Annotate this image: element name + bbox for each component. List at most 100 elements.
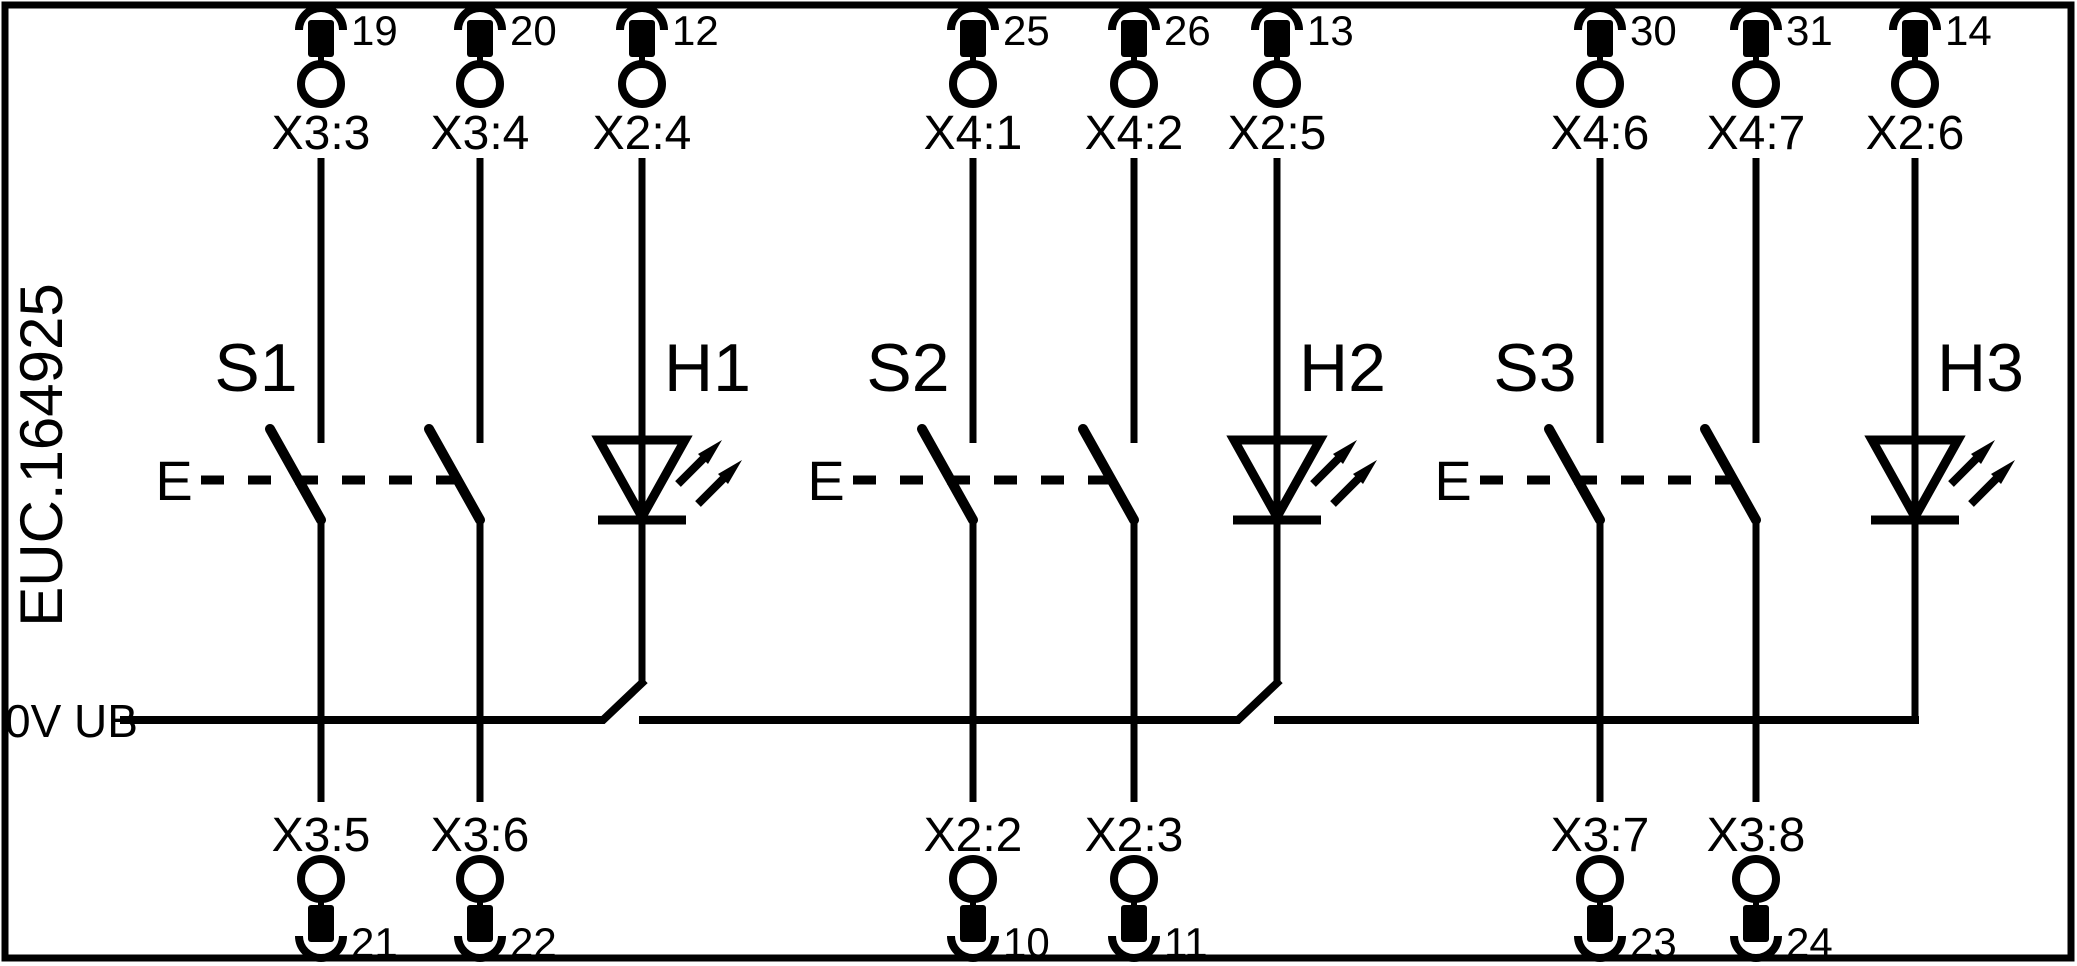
top-pin-number: 26	[1164, 7, 1211, 54]
top-terminal-label: X3:4	[431, 107, 530, 160]
plug-arc-icon	[947, 4, 999, 31]
bottom-terminal: X3:6 22	[431, 809, 557, 966]
led-label: H1	[664, 330, 751, 406]
switch-blade-icon	[1078, 424, 1139, 525]
plug-pin-icon	[467, 20, 493, 57]
terminal-circle-icon	[1576, 60, 1624, 108]
top-terminal-label: X4:1	[924, 107, 1023, 160]
bottom-terminal: X3:5 21	[272, 809, 398, 966]
switch-blade-icon	[917, 424, 978, 525]
top-terminal-label: X4:6	[1551, 107, 1650, 160]
plug-pin-icon	[1743, 20, 1769, 57]
plug-arc-icon	[1574, 935, 1626, 962]
switch-label: S3	[1493, 330, 1576, 406]
arrow-head	[1991, 460, 2015, 484]
plug-pin-icon	[1587, 20, 1613, 57]
terminal-circle-icon	[1891, 60, 1939, 108]
switch-label: S2	[866, 330, 949, 406]
plug-arc-icon	[616, 4, 668, 31]
top-pin-number: 14	[1945, 7, 1992, 54]
terminal-circle-icon	[1576, 855, 1624, 903]
switch-blade-icon	[424, 424, 485, 525]
plug-arc-icon	[454, 935, 506, 962]
bottom-pin-number: 24	[1786, 919, 1833, 966]
top-terminal-label: X4:7	[1707, 107, 1806, 160]
terminal-circle-icon	[949, 855, 997, 903]
bottom-terminal: X2:311	[1085, 809, 1208, 966]
terminal-circle-icon	[297, 855, 345, 903]
actuator-label: E	[155, 449, 192, 512]
0v-bus-wire	[120, 677, 1919, 724]
light-emission-arrow-icon	[675, 440, 722, 487]
plug-pin-icon	[308, 20, 334, 57]
top-pin-number: 31	[1786, 7, 1833, 54]
actuator-label: E	[807, 449, 844, 512]
bottom-terminal-label: X3:6	[431, 809, 530, 862]
plug-pin-icon	[308, 905, 334, 942]
plug-pin-icon	[960, 20, 986, 57]
plug-pin-icon	[1587, 905, 1613, 942]
top-terminal-label: X2:6	[1866, 107, 1965, 160]
bottom-terminal-label: X3:5	[272, 809, 371, 862]
bottom-terminal: X3:723	[1551, 809, 1677, 966]
plug-pin-icon	[1902, 20, 1928, 57]
top-pin-number: 30	[1630, 7, 1677, 54]
terminal-circle-icon	[949, 60, 997, 108]
terminal-circle-icon	[456, 60, 504, 108]
led-triangle-icon	[1226, 435, 1328, 527]
switch-label: S1	[214, 330, 297, 406]
top-terminal-label: X2:5	[1228, 107, 1327, 160]
terminal-circle-icon	[1253, 60, 1301, 108]
terminal-circle-icon	[456, 855, 504, 903]
plug-arc-icon	[1574, 4, 1626, 31]
bottom-terminal-label: X3:8	[1707, 809, 1806, 862]
actuator-label: E	[1434, 449, 1471, 512]
plug-arc-icon	[1730, 4, 1782, 31]
light-emission-arrow-icon	[695, 460, 742, 507]
led-triangle-icon	[591, 435, 693, 527]
plug-pin-icon	[1264, 20, 1290, 57]
plug-arc-icon	[1108, 4, 1160, 31]
light-emission-arrow-icon	[1948, 440, 1995, 487]
led-label: H3	[1937, 330, 2024, 406]
top-pin-number: 20	[510, 7, 557, 54]
plug-pin-icon	[1743, 905, 1769, 942]
led-label: H2	[1299, 330, 1386, 406]
light-emission-arrow-icon	[1330, 460, 1377, 507]
bottom-pin-number: 21	[351, 919, 398, 966]
plug-pin-icon	[467, 905, 493, 942]
switch-blade-icon	[1700, 424, 1761, 525]
terminal-circle-icon	[1110, 855, 1158, 903]
arrow-head	[1353, 460, 1377, 484]
top-terminal-label: X4:2	[1085, 107, 1184, 160]
bottom-terminal-label: X2:2	[924, 809, 1023, 862]
plug-arc-icon	[1730, 935, 1782, 962]
plug-arc-icon	[1889, 4, 1941, 31]
bus-label: 0V UB	[5, 695, 138, 747]
bottom-pin-number: 11	[1164, 919, 1208, 966]
light-emission-arrow-icon	[1310, 440, 1357, 487]
plug-arc-icon	[1108, 935, 1160, 962]
led-triangle-icon	[1864, 435, 1966, 527]
terminal-circle-icon	[1732, 855, 1780, 903]
arrow-head	[1333, 440, 1357, 464]
arrow-head	[1971, 440, 1995, 464]
bottom-pin-number: 23	[1630, 919, 1677, 966]
plug-pin-icon	[1121, 905, 1147, 942]
top-pin-number: 19	[351, 7, 398, 54]
light-emission-arrow-icon	[1968, 460, 2015, 507]
bottom-pin-number: 10	[1003, 919, 1050, 966]
bottom-pin-number: 22	[510, 919, 557, 966]
